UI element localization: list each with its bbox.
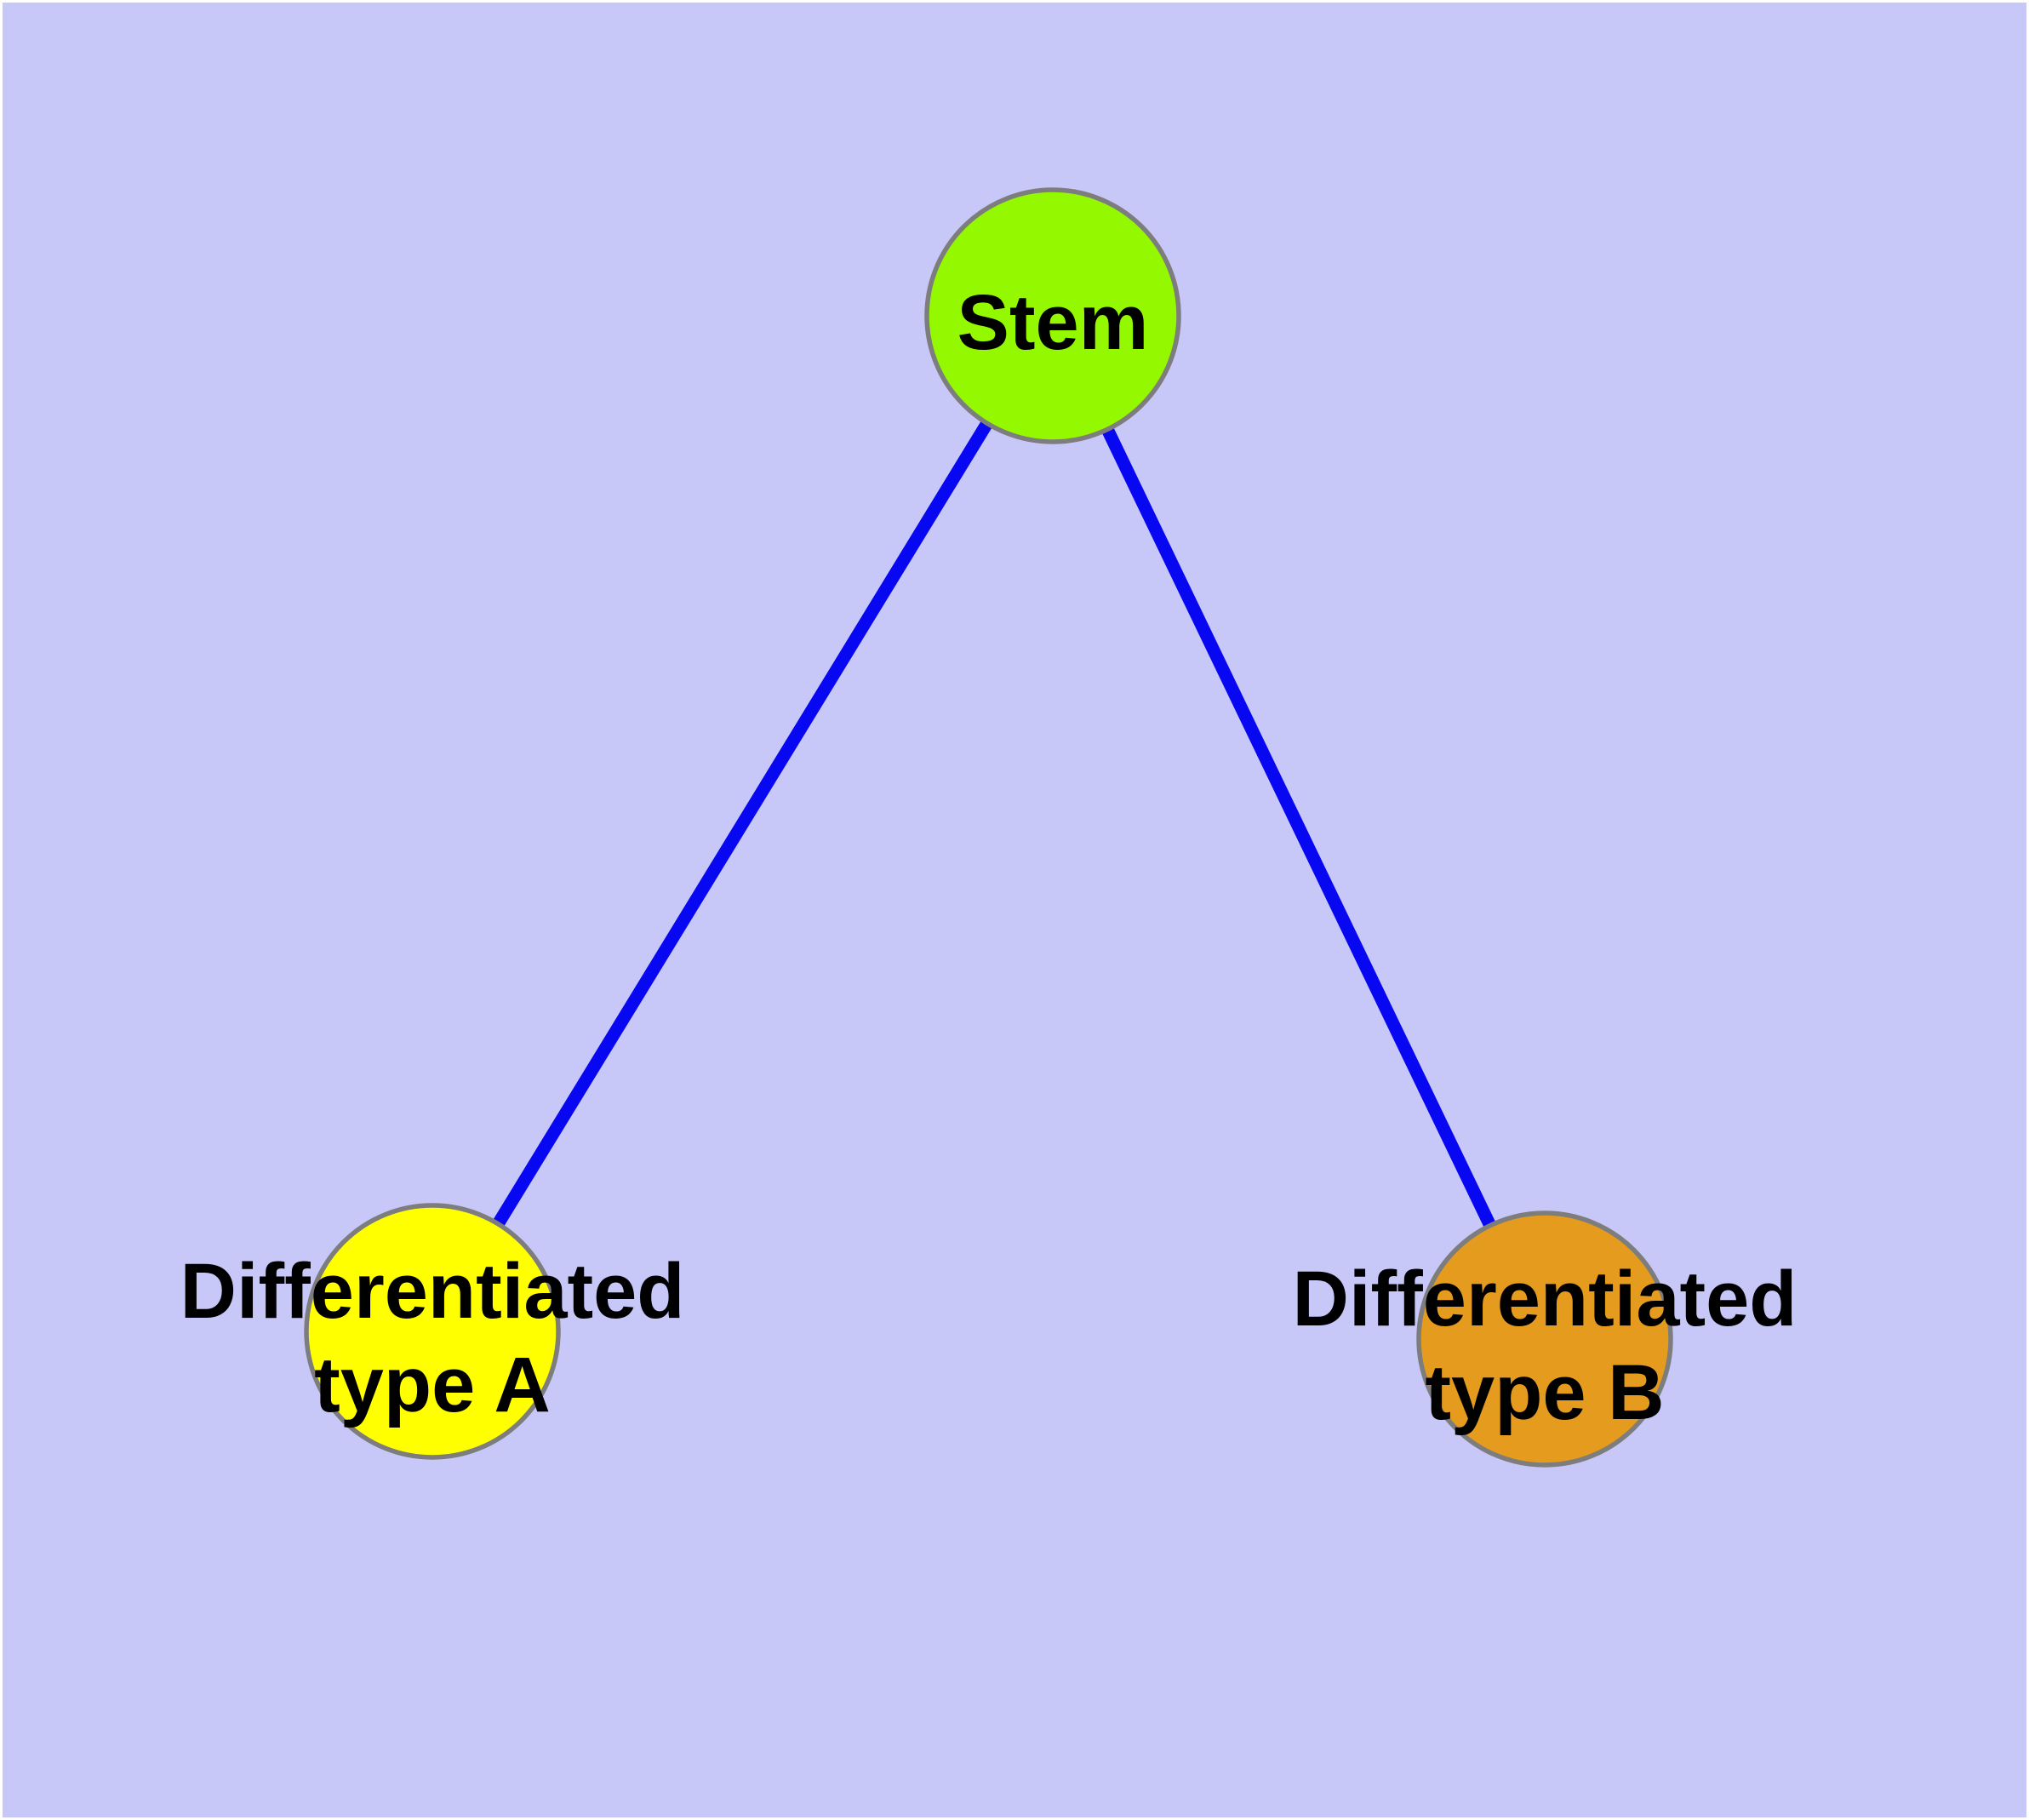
differentiated-type-a-label-line-1: Differentiated xyxy=(180,1248,685,1335)
edge-stem-to-differentiated-type-a xyxy=(426,312,1059,1335)
differentiated-type-b-label-line-1: Differentiated xyxy=(1293,1256,1798,1342)
differentiated-type-a-label-line-2: type A xyxy=(314,1342,551,1428)
differentiated-type-b-node-circle xyxy=(1416,1210,1673,1468)
node-differentiated-type-a: Differentiated type A xyxy=(180,1203,685,1460)
edge-stem-to-differentiated-type-b xyxy=(1047,312,1551,1342)
differentiated-type-b-label-line-2: type B xyxy=(1425,1349,1664,1436)
edge-layer xyxy=(426,312,1551,1342)
node-stem: Stem xyxy=(924,187,1181,444)
differentiated-type-a-node-circle xyxy=(304,1203,561,1460)
node-differentiated-type-b: Differentiated type B xyxy=(1293,1210,1798,1468)
stem-node-label: Stem xyxy=(957,279,1149,366)
stem-node-circle xyxy=(924,187,1181,444)
